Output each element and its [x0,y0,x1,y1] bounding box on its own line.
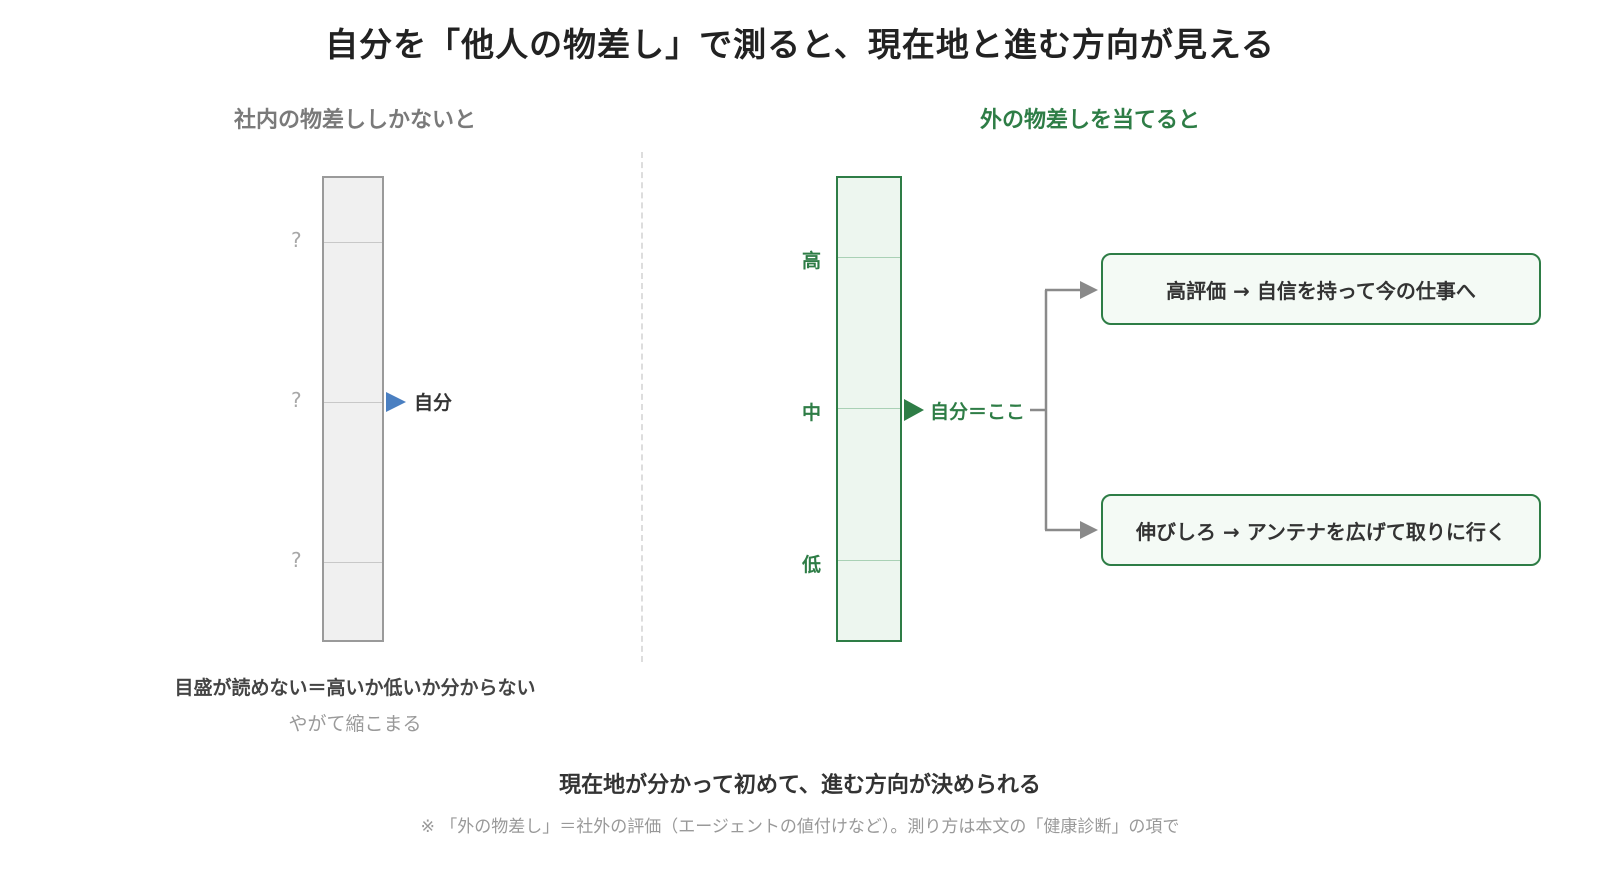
external-scale-bar [836,176,902,642]
branch-lower-arrowhead [1080,521,1098,539]
unknown-mark-middle: ? [291,388,302,412]
unknown-mark-top: ? [291,228,302,252]
left-caption-main: 目盛が読めない＝高いか低いか分からない [174,677,536,699]
scale-tick [838,257,900,258]
self-position-label: 自分＝ここ [930,401,1026,423]
unknown-mark-bottom: ? [291,548,302,572]
left-heading: 社内の物差ししかないと [233,108,476,133]
self-position-arrow [904,399,924,421]
panel-divider [641,152,643,662]
outcome-high-text: 高評価 → 自信を持って今の仕事へ [1166,278,1476,303]
footer-note: ※ 「外の物差し」＝社外の評価（エージェントの値付けなど）。測り方は本文の「健康… [420,817,1180,837]
branch-upper-arrowhead [1080,281,1098,299]
scale-tick [838,560,900,561]
internal-scale-bar [322,176,384,642]
outcome-growth-text: 伸びしろ → アンテナを広げて取りに行く [1136,519,1506,544]
outcome-growth-box: 伸びしろ → アンテナを広げて取りに行く [1101,494,1541,566]
self-marker-arrow [386,392,406,412]
scale-tick [324,402,382,403]
level-low: 低 [802,554,822,576]
page-title: 自分を「他人の物差し」で測ると、現在地と進む方向が見える [325,25,1275,64]
outcome-high-box: 高評価 → 自信を持って今の仕事へ [1101,253,1541,325]
level-mid: 中 [802,402,822,424]
left-caption-sub: やがて縮こまる [288,713,422,735]
footer-main: 現在地が分かって初めて、進む方向が決められる [559,773,1041,798]
right-heading: 外の物差しを当てると [979,108,1200,133]
scale-tick [324,562,382,563]
level-high: 高 [802,250,822,272]
scale-tick [324,242,382,243]
scale-tick [838,408,900,409]
self-marker-label: 自分 [414,392,453,414]
